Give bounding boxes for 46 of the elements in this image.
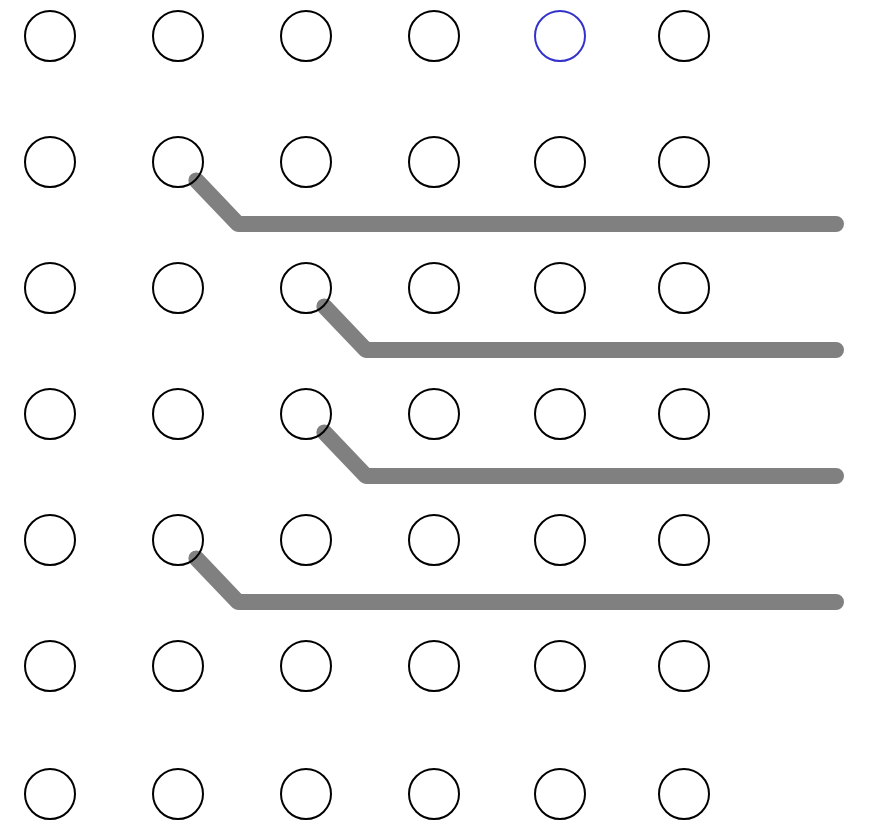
grid-circle: [534, 514, 586, 566]
grid-circle: [280, 136, 332, 188]
grid-circle: [24, 768, 76, 820]
grid-circle: [280, 388, 332, 440]
grid-circle: [658, 262, 710, 314]
grid-circle: [24, 388, 76, 440]
grid-circle: [408, 514, 460, 566]
grid-circle: [658, 388, 710, 440]
grid-circle: [280, 640, 332, 692]
grid-circle: [658, 10, 710, 62]
grid-circle: [534, 136, 586, 188]
grid-circle: [408, 10, 460, 62]
grid-circle: [24, 10, 76, 62]
grid-circle: [534, 640, 586, 692]
grid-circle: [24, 136, 76, 188]
grid-circle: [152, 768, 204, 820]
grid-circle: [534, 388, 586, 440]
trace-line: [188, 172, 844, 232]
grid-circle: [534, 768, 586, 820]
grid-circle: [408, 262, 460, 314]
grid-circle: [408, 768, 460, 820]
grid-circle: [658, 514, 710, 566]
grid-circle: [152, 262, 204, 314]
grid-circle: [534, 10, 586, 62]
grid-circle: [408, 388, 460, 440]
grid-circle: [24, 514, 76, 566]
grid-circle: [152, 514, 204, 566]
grid-circle: [280, 262, 332, 314]
grid-circle: [280, 514, 332, 566]
grid-circle: [658, 640, 710, 692]
grid-circle: [658, 768, 710, 820]
trace-line: [316, 424, 844, 484]
grid-circle: [152, 10, 204, 62]
grid-circle: [24, 262, 76, 314]
trace-line: [188, 550, 844, 610]
grid-circle: [152, 136, 204, 188]
trace-line: [316, 298, 844, 358]
grid-circle: [24, 640, 76, 692]
grid-circle: [152, 640, 204, 692]
grid-circle: [658, 136, 710, 188]
grid-circle: [408, 136, 460, 188]
grid-circle: [280, 768, 332, 820]
grid-circle: [408, 640, 460, 692]
grid-circle: [534, 262, 586, 314]
grid-circle: [152, 388, 204, 440]
grid-circle: [280, 10, 332, 62]
